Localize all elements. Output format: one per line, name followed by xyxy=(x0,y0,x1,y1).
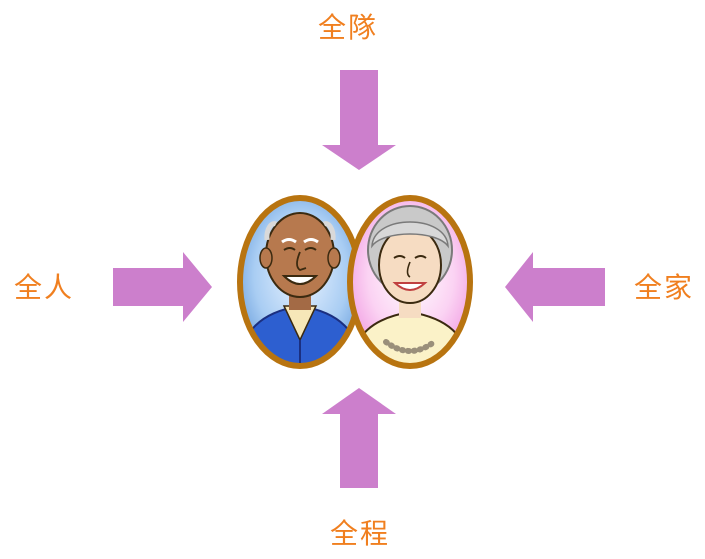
arrow-up-bottom xyxy=(322,388,396,488)
elderly-woman-portrait-icon xyxy=(347,195,473,369)
arrow-left-right xyxy=(505,252,605,322)
elderly-man-portrait-icon xyxy=(237,195,363,369)
label-bottom: 全程 xyxy=(330,517,391,550)
label-right: 全家 xyxy=(634,271,695,304)
arrow-down-top xyxy=(322,70,396,170)
label-left: 全人 xyxy=(14,271,75,304)
label-top: 全隊 xyxy=(318,11,379,44)
arrow-right-left xyxy=(113,252,212,322)
